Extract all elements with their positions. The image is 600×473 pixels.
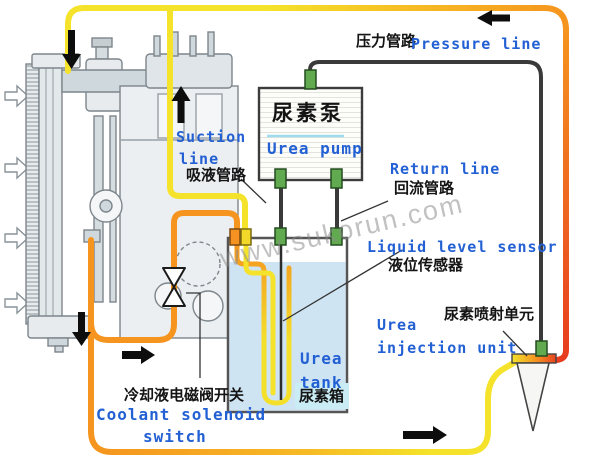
tank-orange-connector: [229, 228, 241, 246]
level-sensor-label-en: Liquid level sensor: [367, 238, 558, 256]
pressure-line-pipe: [308, 60, 543, 345]
suction-line-label-en1: Suction: [176, 128, 247, 146]
radiator: [25, 53, 93, 353]
flow-arrow-right-valve: [122, 346, 155, 364]
urea-pump-label-zh: 尿素泵: [272, 101, 344, 125]
tank-yellow-connector: [240, 228, 252, 246]
injection-unit-label-en1: Urea: [377, 316, 418, 334]
flow-arrow-down-top: [62, 30, 81, 69]
tank-label-bg: [295, 383, 349, 409]
level-sensor-label-zh: 液位传感器: [388, 256, 464, 274]
tank-heater-supply-pipe: [88, 210, 240, 343]
coolant-switch-label-en2: switch: [143, 427, 207, 446]
urea-tank-box: [226, 236, 349, 414]
crankshaft: [175, 241, 221, 287]
pump-suction-connector: [274, 168, 287, 189]
sensor-leader: [282, 249, 403, 322]
tank-sensor-connector: [274, 227, 287, 246]
return-line-label-en: Return line: [390, 160, 501, 178]
flow-arrows: [62, 10, 510, 444]
solenoid-valve-symbol: [162, 267, 186, 307]
airflow-arrow-icons: [4, 84, 30, 315]
pressure-line-label-en: Pressure line: [411, 35, 542, 53]
flow-arrow-up-suction: [171, 86, 191, 123]
suction-line-label-zh: 吸液管路: [186, 166, 247, 184]
coolant-switch-label-zh: 冷却液电磁阀开关: [124, 386, 245, 404]
flow-arrow-right-bottom: [403, 426, 447, 444]
pipe-connectors: [229, 69, 548, 357]
leader-lines: [186, 178, 528, 378]
flow-arrow-left-top: [477, 10, 510, 26]
tank-return-connector: [330, 227, 343, 246]
pump-return-connector: [330, 168, 343, 189]
coolant-switch-label-en1: Coolant solenoid: [96, 405, 267, 424]
engine-illustration: [4, 31, 239, 353]
injector-connector: [535, 340, 548, 357]
injection-unit-label-en2: injection unit: [377, 339, 518, 357]
solenoid-leader: [186, 292, 201, 378]
urea-tank-label-en1: Urea: [300, 349, 343, 368]
pump-top-connector: [304, 69, 317, 90]
urea-injection-unit: [511, 353, 557, 432]
urea-tank-label-zh: 尿素箱: [299, 387, 345, 405]
pressure-line-label-zh: 压力管路: [356, 32, 417, 50]
urea-pump-box: [257, 86, 364, 182]
suction-leader: [240, 178, 267, 204]
tank-suction-straw: [243, 241, 276, 396]
coolant-pipe-right: [548, 25, 569, 363]
return-line-label-zh: 回流管路: [394, 179, 455, 197]
injection-unit-label-zh: 尿素喷射单元: [444, 305, 535, 323]
tank-return-pipe: [167, 6, 248, 235]
flow-arrow-down-left: [72, 312, 91, 346]
urea-tank-label-en2: tank: [300, 373, 343, 392]
suction-line-label-en2: line: [179, 150, 220, 168]
coolant-pipe-bottom: [88, 237, 520, 455]
urea-pump-label-en: Urea pump: [267, 139, 363, 158]
injector-leader: [502, 330, 528, 357]
return-leader: [340, 200, 389, 222]
coolant-return-pipe-top: [65, 5, 569, 74]
injector-cone: [515, 362, 551, 432]
